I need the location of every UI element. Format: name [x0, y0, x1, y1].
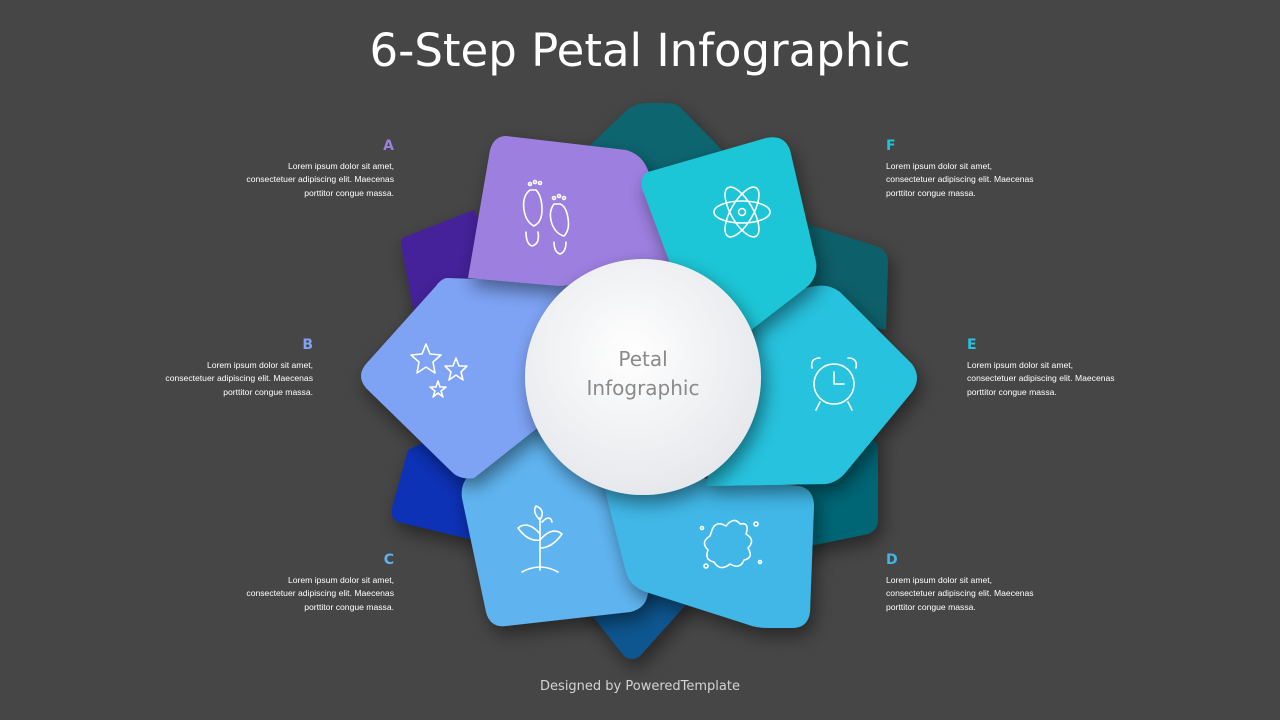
- step-desc-line: porttitor congue massa.: [886, 601, 976, 612]
- footprints-icon: [522, 179, 570, 255]
- footer-credit: Designed by PoweredTemplate: [540, 679, 740, 694]
- petal-e: [706, 285, 917, 486]
- step-b: B Lorem ipsum dolor sit amet, consectetu…: [113, 337, 313, 399]
- step-desc-line: consectetuer adipiscing elit. Maecenas: [246, 588, 394, 598]
- center-circle: [525, 259, 761, 495]
- step-letter: C: [383, 552, 394, 568]
- step-desc-line: Lorem ipsum dolor sit amet,: [287, 160, 394, 171]
- alarm-clock-icon: [810, 357, 858, 411]
- step-f: F Lorem ipsum dolor sit amet, consectetu…: [886, 138, 1086, 200]
- step-desc-line: Lorem ipsum dolor sit amet,: [886, 160, 993, 171]
- petal-a: [468, 136, 694, 286]
- step-letter: A: [383, 138, 394, 154]
- step-desc-line: Lorem ipsum dolor sit amet,: [206, 359, 313, 370]
- sprout-icon: [517, 505, 563, 573]
- paint-splash-icon: [699, 519, 763, 569]
- step-desc-line: porttitor congue massa.: [967, 386, 1057, 397]
- step-desc-line: consectetuer adipiscing elit. Maecenas: [967, 373, 1115, 383]
- step-desc-line: porttitor congue massa.: [223, 386, 313, 397]
- atom-icon: [713, 186, 771, 238]
- step-a: A Lorem ipsum dolor sit amet, consectetu…: [194, 138, 394, 200]
- step-desc-line: porttitor congue massa.: [304, 187, 394, 198]
- step-letter: E: [967, 337, 977, 353]
- step-letter: D: [886, 552, 898, 568]
- step-letter: F: [886, 138, 896, 154]
- stars-icon: [410, 343, 468, 398]
- center-label-line2: Infographic: [586, 376, 700, 400]
- step-e: E Lorem ipsum dolor sit amet, consectetu…: [967, 337, 1167, 399]
- step-c: C Lorem ipsum dolor sit amet, consectetu…: [194, 552, 394, 614]
- step-desc-line: consectetuer adipiscing elit. Maecenas: [886, 588, 1034, 598]
- step-desc-line: consectetuer adipiscing elit. Maecenas: [246, 174, 394, 184]
- center-label: Petal Infographic: [526, 345, 760, 403]
- step-desc-line: porttitor congue massa.: [304, 601, 394, 612]
- step-letter: B: [302, 337, 313, 353]
- step-desc-line: Lorem ipsum dolor sit amet,: [967, 359, 1074, 370]
- center-label-line1: Petal: [618, 347, 668, 371]
- petal-b: [361, 278, 580, 479]
- step-desc-line: Lorem ipsum dolor sit amet,: [886, 574, 993, 585]
- slide-title: 6-Step Petal Infographic: [369, 24, 911, 77]
- step-d: D Lorem ipsum dolor sit amet, consectetu…: [886, 552, 1086, 614]
- step-desc-line: Lorem ipsum dolor sit amet,: [287, 574, 394, 585]
- step-desc-line: consectetuer adipiscing elit. Maecenas: [886, 174, 1034, 184]
- step-desc-line: porttitor congue massa.: [886, 187, 976, 198]
- step-desc-line: consectetuer adipiscing elit. Maecenas: [165, 373, 313, 383]
